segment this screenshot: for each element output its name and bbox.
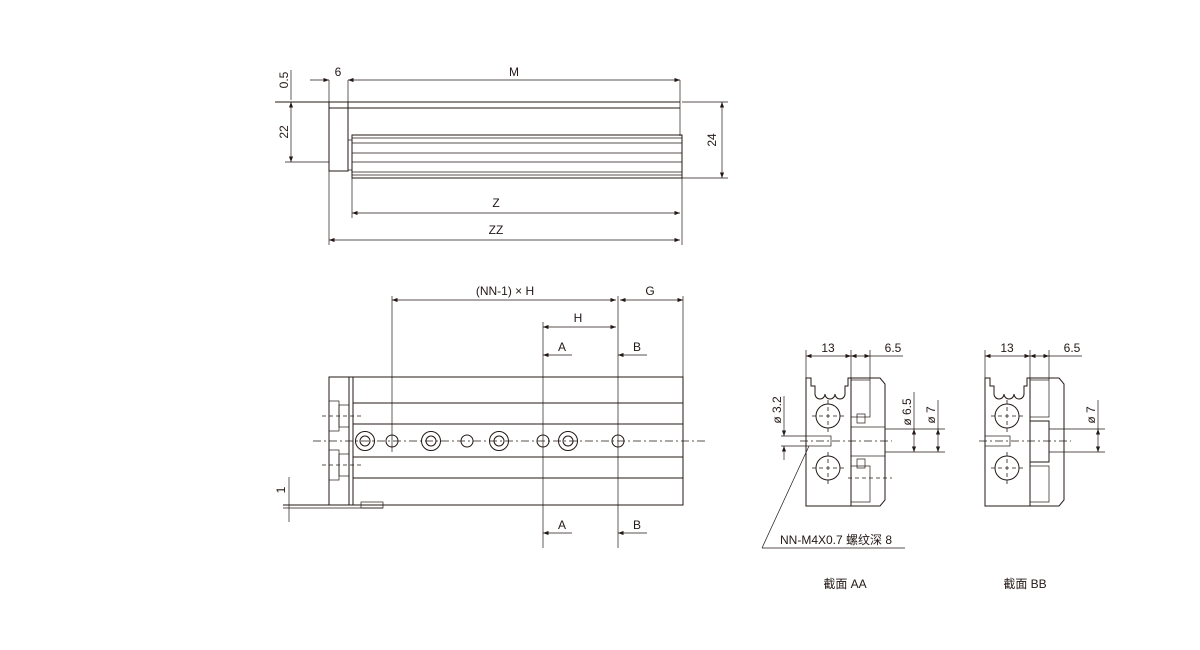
section-a-bottom: A [558, 518, 566, 532]
dia-6-5: ø 6.5 [900, 398, 914, 426]
dim-0-5: 0.5 [277, 71, 291, 88]
side-view: 1 (NN-1) × H G H A B A B [274, 284, 705, 548]
section-a-top: A [558, 340, 566, 354]
dim-22: 22 [277, 125, 291, 139]
caption-section-aa: 截面 AA [823, 577, 866, 591]
top-view: M 6 0.5 22 24 Z ZZ [275, 65, 728, 245]
dia-3-2: ø 3.2 [770, 396, 784, 424]
dim-z: Z [492, 196, 499, 210]
section-b-top: B [633, 340, 641, 354]
dim-13: 13 [1000, 341, 1014, 355]
dim-g: G [645, 284, 654, 298]
dim-6: 6 [335, 65, 342, 79]
dim-nn-1-h: (NN-1) × H [476, 284, 534, 298]
caption-section-bb: 截面 BB [1003, 577, 1046, 591]
dia-7: ø 7 [1084, 406, 1098, 424]
dim-24: 24 [705, 133, 719, 147]
dim-zz: ZZ [489, 223, 504, 237]
thread-note: NN-M4X0.7 螺纹深 8 [780, 533, 892, 547]
dim-m: M [509, 65, 519, 79]
dim-6-5: 6.5 [885, 341, 902, 355]
section-b-bottom: B [633, 518, 641, 532]
dim-h: H [574, 311, 583, 325]
dia-7: ø 7 [924, 406, 938, 424]
section-bb: 13 6.5 ø 7 截面 BB [979, 341, 1105, 591]
dim-6-5: 6.5 [1064, 341, 1081, 355]
dim-13: 13 [821, 341, 835, 355]
dim-1: 1 [274, 486, 288, 493]
section-aa: 13 6.5 ø 3.2 ø 6.5 ø 7 NN-M4X0.7 螺纹深 8 截… [761, 341, 945, 591]
